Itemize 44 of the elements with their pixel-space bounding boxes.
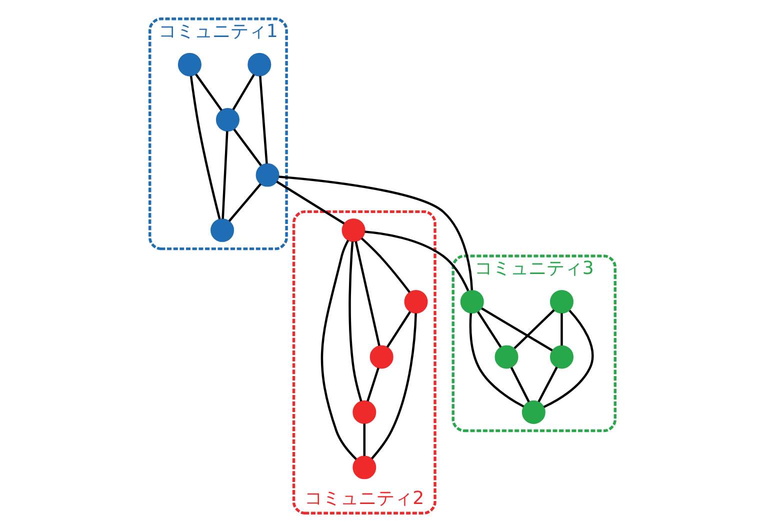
connector (348, 241, 362, 402)
connector (194, 74, 222, 111)
connector (537, 366, 558, 402)
node-circle (352, 456, 376, 480)
node-circle (404, 290, 428, 314)
node-circle (549, 345, 573, 369)
node-circle (549, 290, 573, 314)
connector (320, 240, 356, 460)
node-circle (210, 218, 234, 242)
cluster: コミュニティ1 (148, 18, 288, 250)
connector (366, 368, 379, 402)
connector (258, 76, 268, 164)
connector (276, 180, 344, 224)
connector (221, 131, 228, 219)
connector (354, 241, 380, 346)
connector (232, 128, 262, 166)
connector (228, 183, 262, 222)
node-circle (177, 52, 201, 76)
connector (189, 76, 220, 220)
node-circle (494, 345, 518, 369)
connector (542, 310, 594, 408)
connector (362, 424, 366, 456)
connector (232, 74, 254, 110)
node-circle (255, 163, 279, 187)
connector (278, 176, 473, 290)
node-circle (521, 400, 545, 424)
connector (364, 230, 469, 292)
connector (480, 307, 552, 352)
cluster: コミュニティ3 (451, 254, 616, 432)
connector (468, 313, 524, 408)
node-circle (247, 52, 271, 76)
node-circle (352, 400, 376, 424)
connector (476, 311, 502, 348)
cluster: コミュニティ2 (292, 210, 436, 514)
connector (510, 366, 530, 402)
node-circle (215, 108, 239, 132)
connector (360, 237, 410, 293)
node-circle (369, 345, 393, 369)
connector (560, 313, 562, 346)
connector (513, 309, 554, 350)
node-circle (341, 218, 365, 242)
connector (370, 313, 416, 460)
node-circle (460, 290, 484, 314)
connector (386, 311, 411, 348)
